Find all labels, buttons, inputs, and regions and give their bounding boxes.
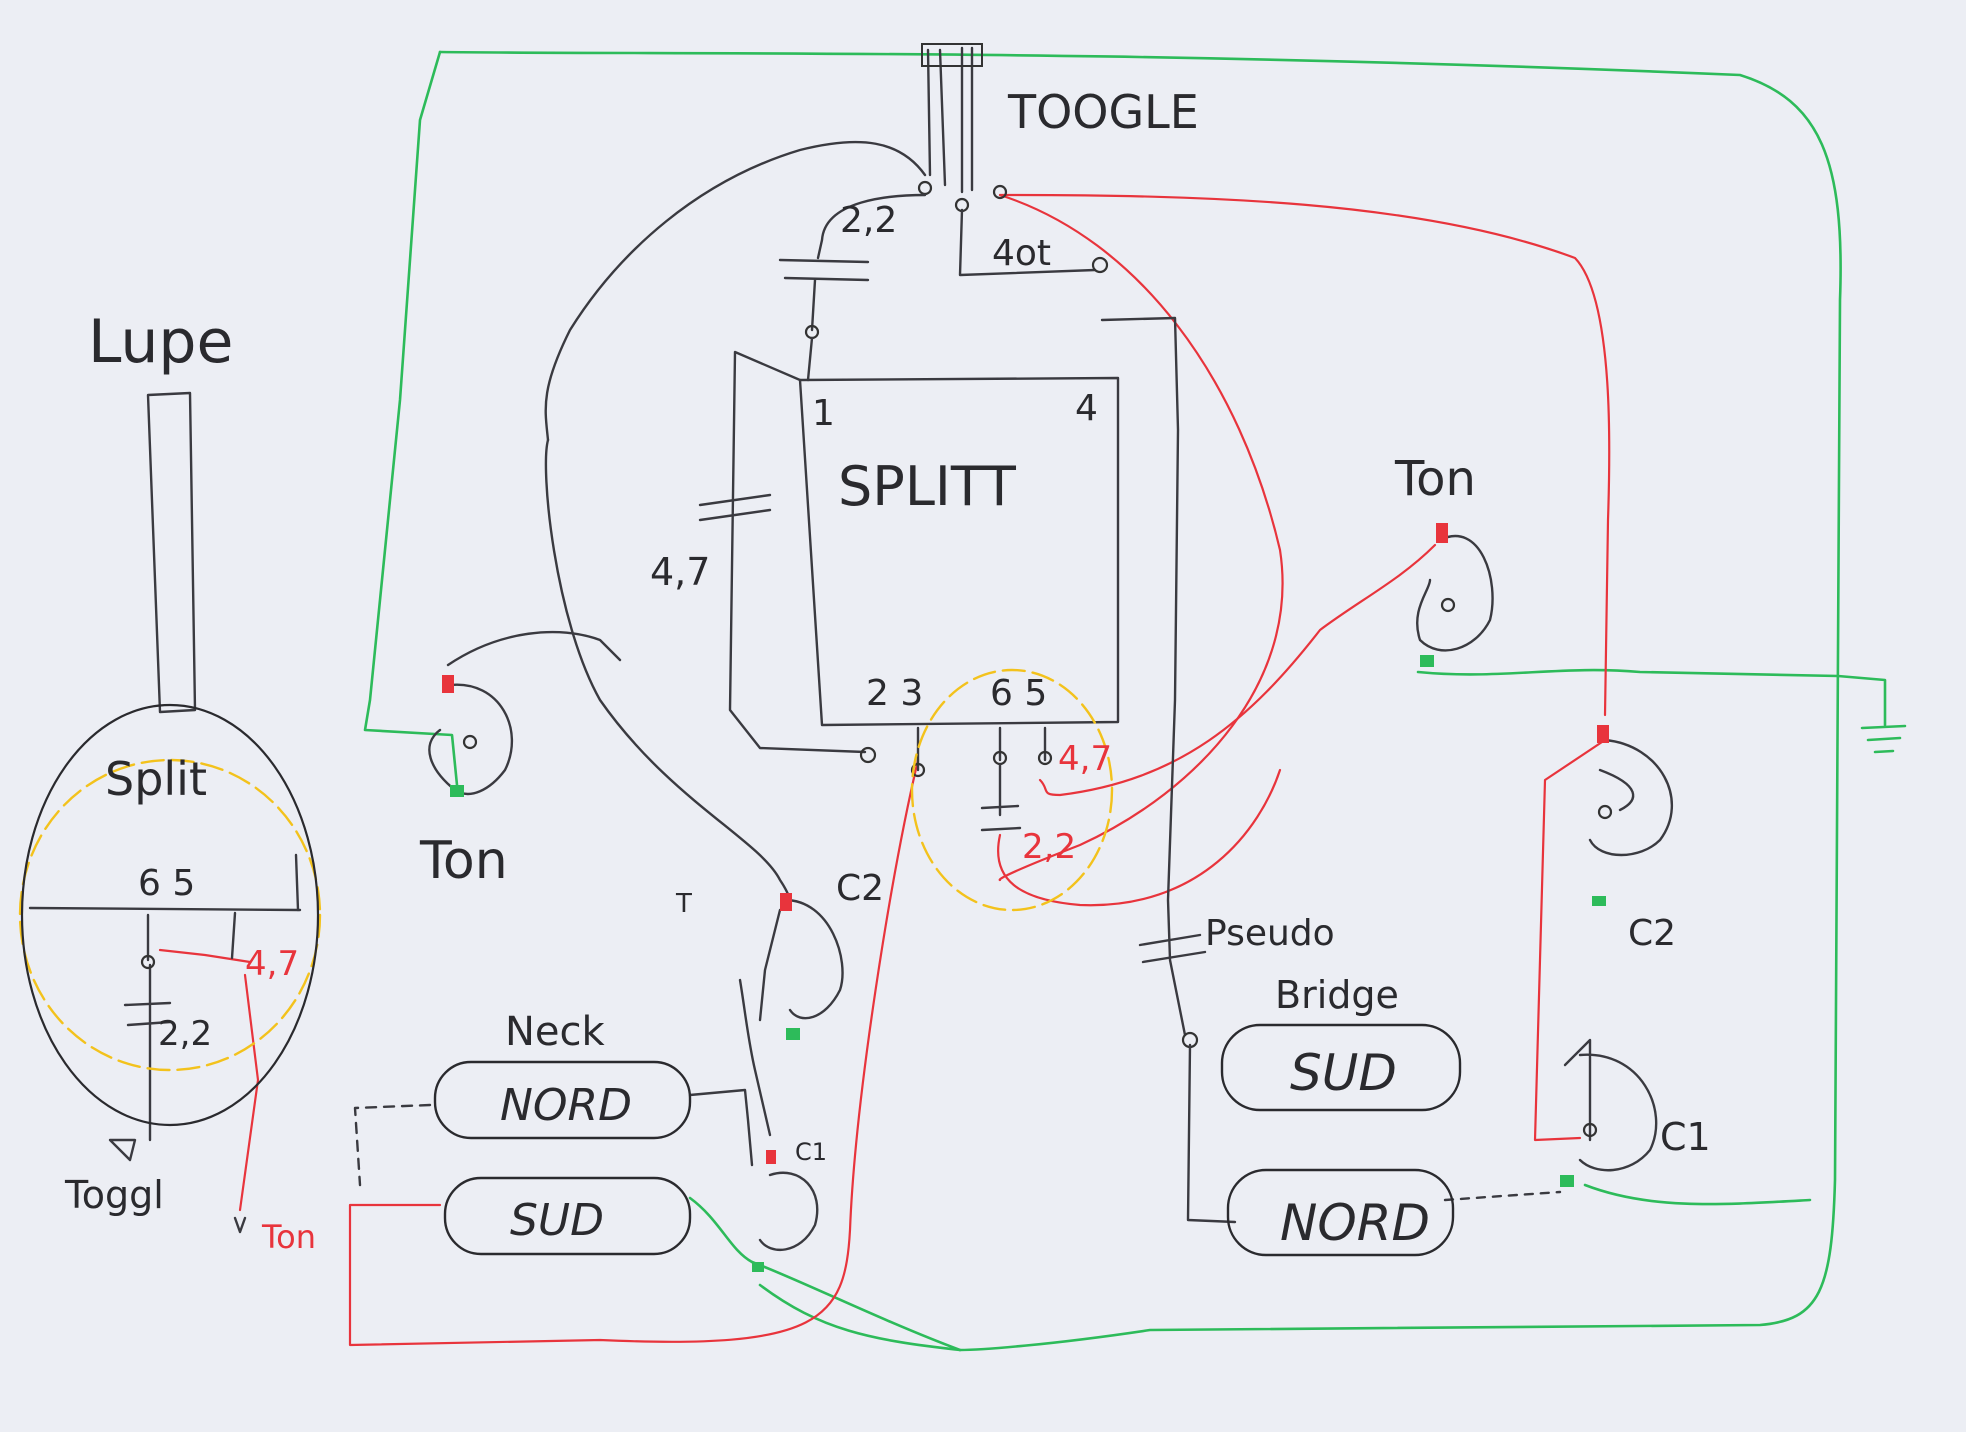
ton-right-label: Ton bbox=[1394, 451, 1476, 507]
cap-4-7-left: 4,7 bbox=[650, 550, 710, 594]
ground-wires bbox=[363, 50, 1907, 1352]
split-box-label: SPLITT bbox=[838, 455, 1017, 518]
small-t-label: T bbox=[675, 889, 692, 919]
lupe-toggl-label: Toggl bbox=[64, 1173, 164, 1217]
c1-right-label: C1 bbox=[1660, 1115, 1711, 1159]
cap-4-7-right: 4,7 bbox=[1058, 739, 1112, 779]
pickups bbox=[433, 1023, 1462, 1257]
bridge-nord-label: NORD bbox=[1280, 1194, 1430, 1252]
lupe-split-label: Split bbox=[105, 752, 207, 806]
c2-mid-label: C2 bbox=[836, 868, 884, 909]
neck-sud-label: SUD bbox=[510, 1195, 604, 1246]
potentiometers bbox=[428, 534, 1673, 1252]
signal-red-wires bbox=[158, 193, 1611, 1347]
lupe-cap-2-2: 2,2 bbox=[158, 1014, 212, 1054]
solder-marks bbox=[442, 523, 1609, 1272]
bridge-sud-label: SUD bbox=[1290, 1044, 1397, 1102]
cap-2-2-mid: 2,2 bbox=[1022, 827, 1076, 867]
highlight-outlines bbox=[18, 668, 1114, 1072]
pseudo-label: Pseudo bbox=[1205, 913, 1335, 954]
split-pins-2-3: 2 3 bbox=[866, 673, 923, 714]
c2-right-label: C2 bbox=[1628, 913, 1676, 954]
split-pin-4: 4 bbox=[1075, 388, 1098, 429]
split-pin-1: 1 bbox=[812, 393, 835, 434]
lupe-cap-4-7: 4,7 bbox=[245, 944, 299, 984]
toggle-label: TOOGLE bbox=[1007, 85, 1199, 139]
lupe-circle bbox=[20, 703, 320, 1127]
lupe-ton-label: Ton bbox=[261, 1218, 316, 1256]
lupe-pins-label: 6 5 bbox=[138, 863, 195, 904]
cap-2-2-top: 2,2 bbox=[840, 200, 897, 241]
resistor-4ot: 4ot bbox=[992, 233, 1051, 274]
neck-nord-label: NORD bbox=[500, 1080, 632, 1131]
lupe-label: Lupe bbox=[88, 307, 233, 377]
ton-left-label: Ton bbox=[419, 831, 508, 891]
neck-label: Neck bbox=[505, 1009, 606, 1055]
split-pins-6-5: 6 5 bbox=[990, 673, 1047, 714]
c1-mid-label: C1 bbox=[795, 1138, 827, 1166]
signal-black-wires bbox=[28, 43, 1635, 1234]
bridge-label: Bridge bbox=[1275, 973, 1399, 1017]
